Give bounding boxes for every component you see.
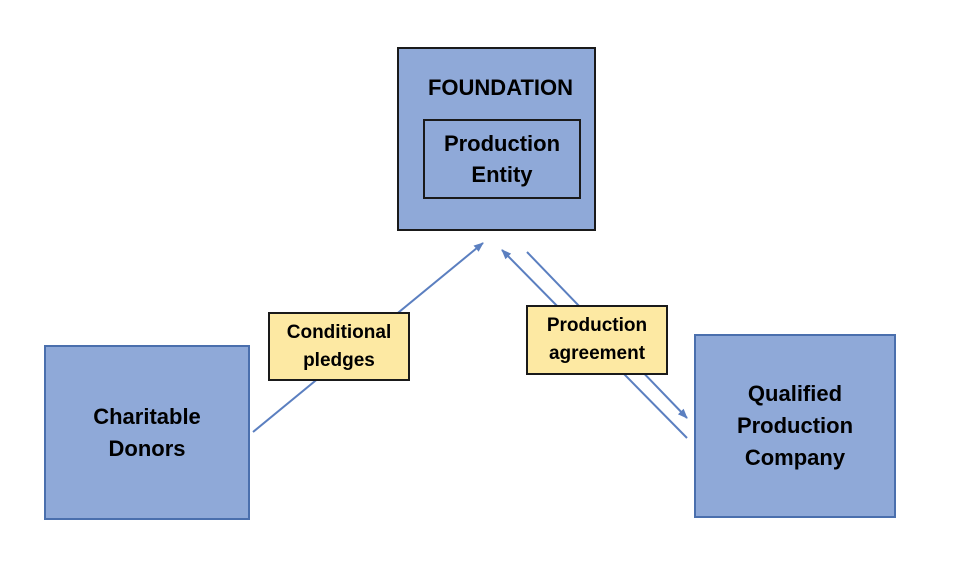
charitable-donors-box: Charitable Donors: [44, 345, 250, 520]
conditional-pledges-label: Conditional pledges: [268, 312, 410, 381]
foundation-box: FOUNDATION Production Entity: [397, 47, 596, 231]
production-entity-box: Production Entity: [423, 119, 581, 199]
production-agreement-label: Production agreement: [526, 305, 668, 375]
foundation-title: FOUNDATION: [427, 75, 574, 100]
qualified-production-company-box: Qualified Production Company: [694, 334, 896, 518]
